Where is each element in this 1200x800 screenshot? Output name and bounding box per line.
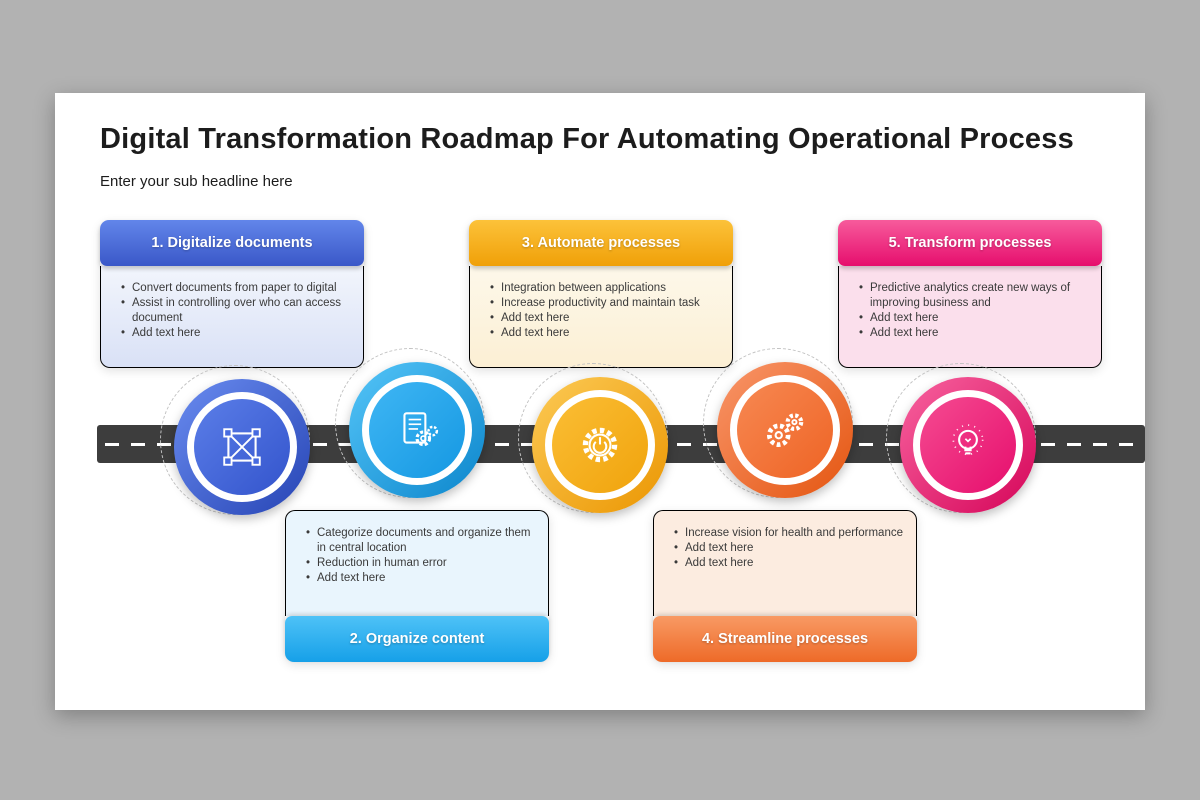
step-2-body: Categorize documents and organize them i… [285,510,549,616]
step-1-header: 1. Digitalize documents [100,220,364,266]
milestone-1 [160,365,310,515]
bullet-item: Add text here [672,556,904,571]
milestone-2 [335,348,485,498]
bullet-item: Add text here [488,326,720,341]
document-gear-icon [403,412,439,447]
milestone-3 [518,363,668,513]
step-card-5: 5. Transform processes Predictive analyt… [838,220,1102,368]
bullet-item: Increase productivity and maintain task [488,296,720,311]
page-title: Digital Transformation Roadmap For Autom… [100,123,1074,155]
step-card-3: 3. Automate processes Integration betwee… [469,220,733,368]
step-5-body: Predictive analytics create new ways of … [838,266,1102,368]
milestone-5 [886,363,1036,513]
bullet-item: Add text here [119,326,351,341]
step-card-2: Categorize documents and organize them i… [285,510,549,662]
bullet-item: Increase vision for health and performan… [672,526,904,541]
step-1-body: Convert documents from paper to digital … [100,266,364,368]
bullet-item: Add text here [857,311,1089,326]
gears-icon [766,413,804,447]
milestone-4 [703,348,853,498]
bullet-item: Add text here [488,311,720,326]
bullet-item: Predictive analytics create new ways of … [857,281,1089,311]
bullet-item: Categorize documents and organize them i… [304,526,536,556]
gear-power-icon [582,427,618,463]
bullet-item: Add text here [857,326,1089,341]
step-3-header: 3. Automate processes [469,220,733,266]
bullet-item: Add text here [672,541,904,556]
bullet-item: Assist in controlling over who can acces… [119,296,351,326]
step-card-1: 1. Digitalize documents Convert document… [100,220,364,368]
step-card-4: Increase vision for health and performan… [653,510,917,662]
bullet-item: Reduction in human error [304,556,536,571]
page-subtitle: Enter your sub headline here [100,173,293,190]
step-4-body: Increase vision for health and performan… [653,510,917,616]
bullet-item: Add text here [304,571,536,586]
step-2-header: 2. Organize content [285,616,549,662]
step-4-header: 4. Streamline processes [653,616,917,662]
package-icon [223,428,261,466]
bulb-icon [952,424,984,456]
slide-canvas: Digital Transformation Roadmap For Autom… [55,93,1145,710]
bullet-item: Convert documents from paper to digital [119,281,351,296]
bullet-item: Integration between applications [488,281,720,296]
step-5-header: 5. Transform processes [838,220,1102,266]
step-3-body: Integration between applications Increas… [469,266,733,368]
